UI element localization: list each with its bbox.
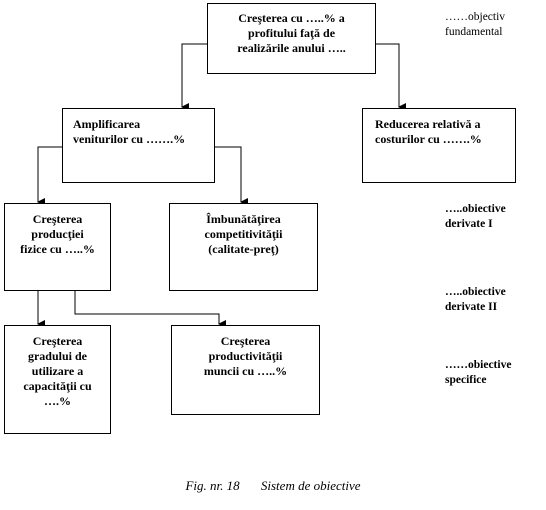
figure-title: Sistem de obiective — [260, 478, 361, 493]
box-productivitate-text: Creşterea productivităţii muncii cu …..% — [203, 334, 288, 378]
connector-root-costuri — [376, 43, 406, 111]
box-venit-text: Amplificarea veniturilor cu …….% — [73, 117, 186, 146]
box-costuri-text: Reducerea relativă a costurilor cu …….% — [375, 117, 482, 146]
box-gradul-utilizare-capacitatii: Creşterea gradului de utilizare a capaci… — [4, 325, 111, 434]
box-capacitate-text: Creşterea gradului de utilizare a capaci… — [23, 334, 92, 408]
connector-venit-productie — [37, 146, 62, 206]
box-imbunatatirea-competitivitatii: Îmbunătăţirea competitivităţii (calitate… — [169, 203, 318, 291]
box-productie-text: Creşterea producţiei fizice cu …..% — [20, 212, 95, 256]
connector-productie-productivitate — [74, 291, 226, 328]
connector-venit-compet — [215, 146, 248, 206]
figure-number: Fig. nr. 18 — [185, 478, 240, 493]
label-obiective-derivate-1: …..obiective derivate I — [445, 203, 506, 230]
box-productivitatea-muncii: Creşterea productivităţii muncii cu …..% — [171, 325, 320, 415]
figure-caption: Fig. nr. 18 Sistem de obiective — [0, 478, 546, 494]
label-objectiv-fundamental: ……objectiv fundamental — [445, 11, 506, 38]
connector-root-venit — [181, 43, 207, 111]
label-obiective-derivate-2: …..obiective derivate II — [445, 286, 506, 313]
box-root-objective: Creşterea cu …..% a profitului faţă de r… — [207, 3, 376, 74]
box-amplificarea-veniturilor: Amplificarea veniturilor cu …….% — [62, 108, 215, 183]
box-cresterea-productiei: Creşterea producţiei fizice cu …..% — [4, 203, 111, 291]
box-root-text: Creşterea cu …..% a profitului faţă de r… — [237, 11, 346, 55]
box-compet-text: Îmbunătăţirea competitivităţii (calitate… — [204, 212, 283, 256]
box-reducerea-costurilor: Reducerea relativă a costurilor cu …….% — [362, 108, 516, 183]
label-obiective-specifice: ……obiective specifice — [445, 359, 512, 386]
